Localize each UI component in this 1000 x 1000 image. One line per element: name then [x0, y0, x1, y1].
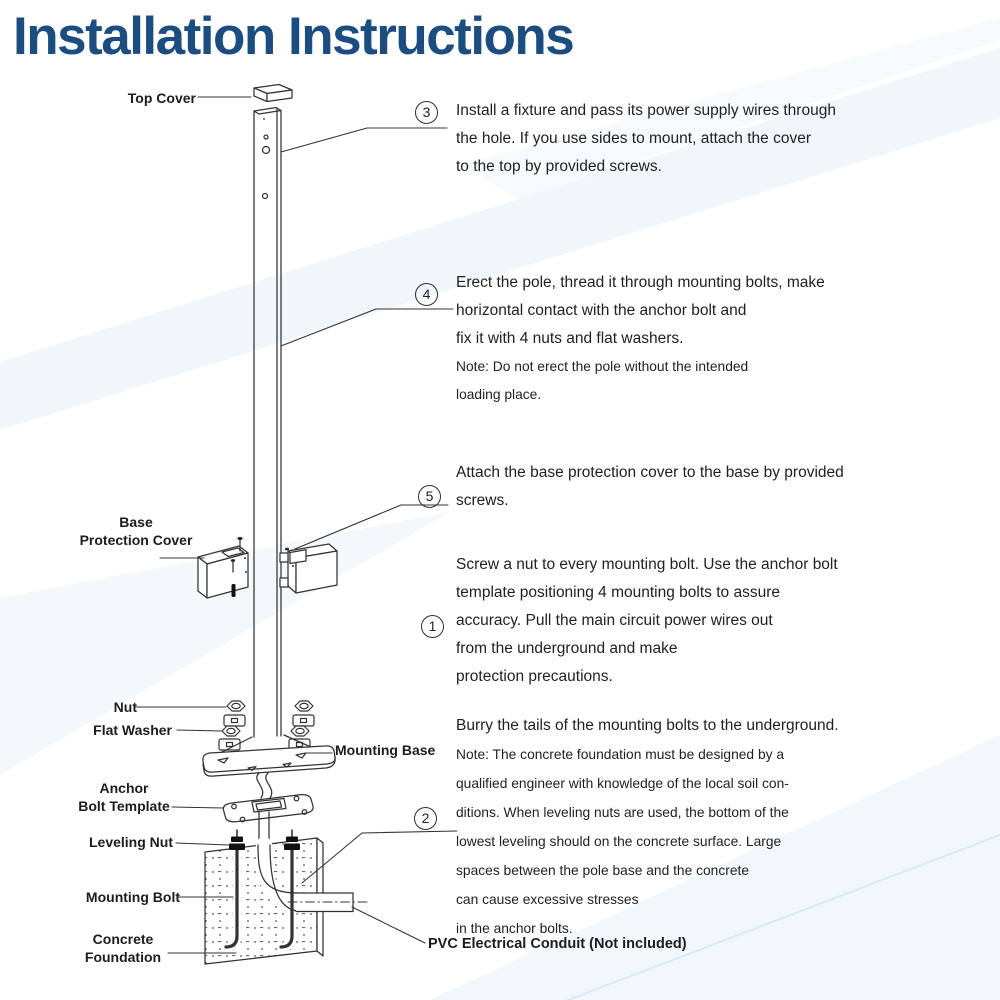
power-wires-drawing: [256, 772, 273, 799]
label-pvc-conduit: PVC Electrical Conduit (Not included): [428, 936, 687, 952]
label-leveling-nut: Leveling Nut: [88, 834, 173, 850]
step-badge-1: 1: [421, 615, 444, 638]
page-title: Installation Instructions: [13, 7, 575, 66]
label-base-protection-cover: Base Protection Cover: [79, 514, 193, 548]
step-badge-5: 5: [418, 485, 441, 508]
label-top-cover: Top Cover: [127, 90, 196, 106]
base-protection-cover-right: [279, 543, 338, 594]
top-cover-drawing: [253, 83, 293, 103]
leader-lines: [133, 96, 458, 954]
pole-drawing: [253, 106, 282, 738]
label-anchor-bolt-template: Anchor Bolt Template: [78, 780, 170, 814]
step-4-text: Erect the pole, thread it through mounti…: [456, 274, 825, 402]
step-badge-4: 4: [415, 283, 438, 306]
step-2-text: Burry the tails of the mounting bolts to…: [456, 717, 839, 936]
step-1-text: Screw a nut to every mounting bolt. Use …: [456, 556, 838, 685]
base-protection-cover-left: [197, 536, 249, 599]
label-flat-washer: Flat Washer: [93, 722, 172, 738]
step-badge-2: 2: [414, 807, 437, 830]
label-nut: Nut: [113, 699, 137, 715]
step-badge-3: 3: [415, 101, 438, 124]
label-mounting-base: Mounting Base: [335, 742, 436, 758]
background-decor: [0, 18, 1000, 1000]
concrete-foundation-drawing: [204, 829, 370, 965]
label-mounting-bolt: Mounting Bolt: [85, 889, 180, 905]
mounting-base-drawing: [202, 734, 336, 777]
label-concrete-foundation: Concrete Foundation: [84, 931, 162, 965]
step-3-text: Install a fixture and pass its power sup…: [456, 102, 836, 175]
step-5-text: Attach the base protection cover to the …: [456, 464, 844, 509]
